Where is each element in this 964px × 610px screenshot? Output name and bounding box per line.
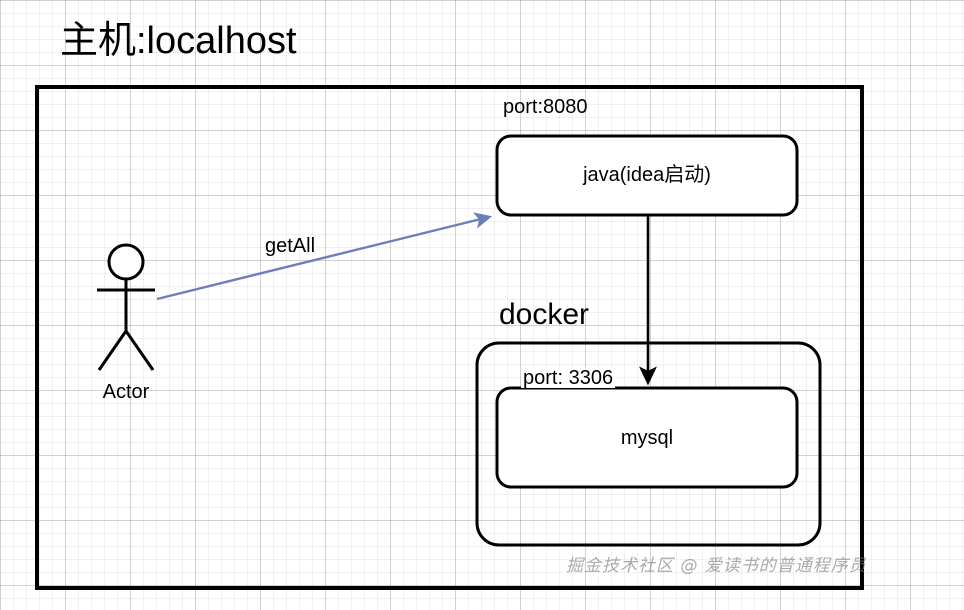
mysql-port-label: port: 3306 [521, 367, 616, 389]
mysql-service-box[interactable] [495, 386, 799, 489]
java-service-label: java(idea启动) [583, 164, 711, 186]
host-boundary-rect [35, 85, 864, 590]
edge-getall-label: getAll [265, 235, 316, 257]
page-title: 主机:localhost [60, 20, 297, 62]
actor-label: Actor [102, 381, 150, 403]
java-service-box[interactable] [495, 134, 799, 217]
java-port-label: port:8080 [503, 96, 588, 118]
actor-head-icon [107, 243, 145, 281]
watermark: 掘金技术社区 @ 爱读书的普通程序员 [566, 556, 867, 576]
actor-right-leg-line [124, 330, 155, 371]
edge-actor-to-java[interactable] [156, 212, 493, 301]
actor-figure[interactable] [97, 243, 155, 371]
actor-left-leg-line [97, 330, 128, 371]
mysql-service-label: mysql [620, 427, 674, 449]
docker-container-label: docker [499, 298, 590, 331]
